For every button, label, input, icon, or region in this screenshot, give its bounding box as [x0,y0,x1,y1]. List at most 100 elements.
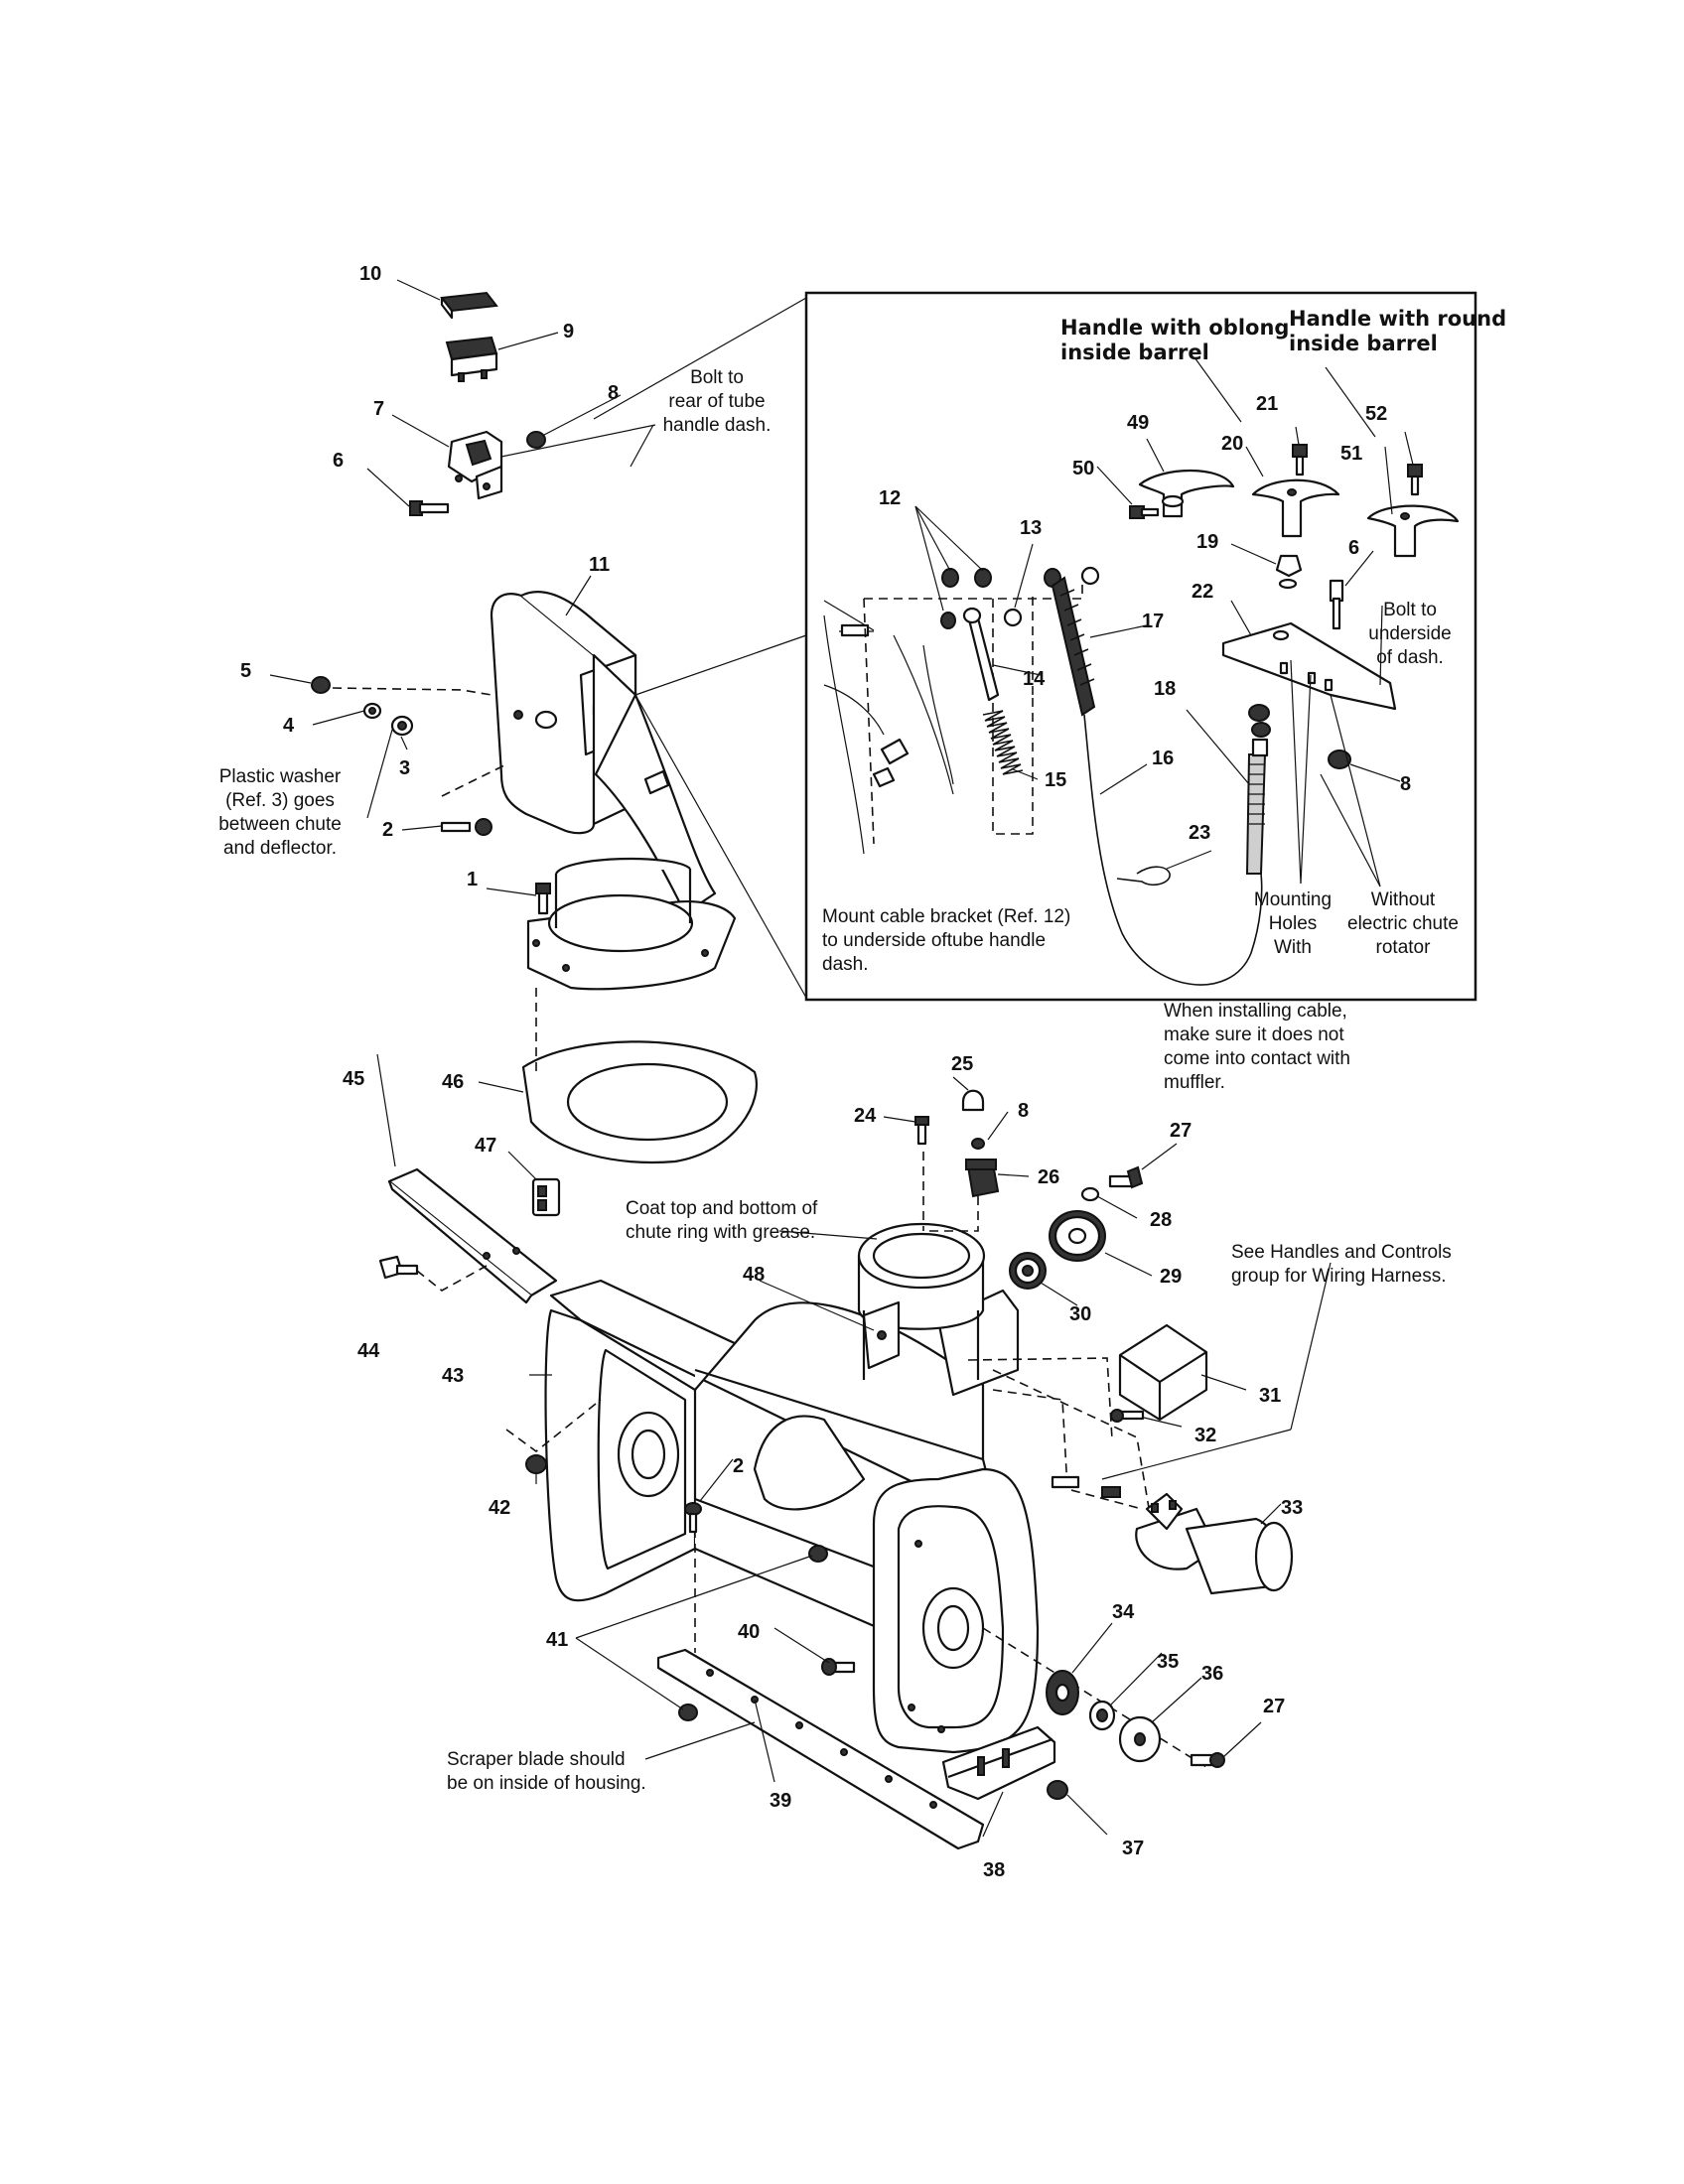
callout-29: 29 [1160,1266,1182,1288]
callout-35: 35 [1157,1651,1179,1673]
callout-38: 38 [983,1859,1005,1881]
callout-31: 31 [1259,1385,1281,1407]
svg-text:dash.: dash. [822,954,868,975]
bolt-housing-2 [684,1502,702,1534]
callout-37: 37 [1122,1838,1144,1859]
svg-text:Mount cable bracket (Ref. 12): Mount cable bracket (Ref. 12) [822,906,1070,927]
callout-3: 3 [399,757,410,779]
svg-text:inside barrel: inside barrel [1289,332,1438,355]
bearing-30 [1009,1252,1047,1290]
svg-text:(Ref. 3) goes: (Ref. 3) goes [225,790,335,811]
svg-text:be on inside of housing.: be on inside of housing. [447,1773,646,1794]
callout-26: 26 [1038,1166,1059,1188]
bolt-chute-base [535,883,551,915]
callout-52: 52 [1365,403,1387,425]
callout-12: 12 [879,487,901,509]
svg-text:rotator: rotator [1376,937,1432,958]
svg-text:Mounting: Mounting [1254,889,1332,910]
note-scraper-blade: Scraper blade should be on inside of hou… [447,1749,646,1794]
svg-text:See Handles and Controls: See Handles and Controls [1231,1242,1452,1263]
chute-rotator-motor [1135,1492,1294,1595]
callout-8-housing: 8 [1018,1100,1029,1122]
callout-41: 41 [546,1629,568,1651]
note-see-handles: See Handles and Controls group for Wirin… [1231,1242,1452,1287]
cable-boot [1051,576,1096,717]
shave-plate [387,1167,558,1304]
chute-ring-gear [521,1040,758,1164]
callout-49: 49 [1127,412,1149,434]
nut-41-upper [808,1545,828,1563]
flange-bearing-29 [1049,1210,1106,1262]
flange-34 [1046,1670,1079,1715]
nut-19 [1275,554,1303,590]
callout-48: 48 [743,1264,765,1286]
callout-36: 36 [1201,1663,1223,1685]
svg-text:Handle with oblong: Handle with oblong [1060,316,1289,340]
chute-base [526,857,737,991]
tube-handle-dash-sketch [823,600,954,855]
threaded-rod [1245,704,1271,875]
callout-45: 45 [343,1068,364,1090]
svg-text:Bolt to: Bolt to [690,367,744,388]
nut-switch [526,431,546,449]
bearing-35 [1088,1700,1116,1731]
svg-text:and deflector.: and deflector. [223,838,337,859]
callout-4: 4 [283,715,295,737]
note-installing-cable: When installing cable, make sure it does… [1164,1001,1350,1093]
bolt-27-top [1108,1165,1144,1189]
callout-30: 30 [1069,1303,1091,1325]
callout-13: 13 [1020,517,1042,539]
nut-pinion [971,1138,985,1150]
callout-27-bottom: 27 [1263,1696,1285,1717]
callout-7: 7 [373,398,384,420]
screw-switch [409,500,450,516]
callout-42: 42 [489,1497,510,1519]
callout-6-top: 6 [333,450,344,472]
skid-shoe [941,1725,1056,1801]
callout-2-housing: 2 [733,1455,744,1477]
svg-text:inside barrel: inside barrel [1060,341,1209,364]
cap-25 [961,1089,985,1112]
callout-9: 9 [563,321,574,342]
svg-text:rear of tube: rear of tube [668,391,765,412]
cable-bracket-rod [962,607,1000,702]
note-coat-grease: Coat top and bottom of chute ring with g… [626,1198,818,1243]
callout-19: 19 [1196,531,1218,553]
callout-2-top: 2 [382,819,393,841]
spring [982,710,1024,775]
svg-text:When installing cable,: When installing cable, [1164,1001,1347,1022]
callout-25: 25 [951,1053,973,1075]
callout-23: 23 [1189,822,1210,844]
callout-47: 47 [475,1135,496,1157]
nut-42 [525,1454,547,1474]
housing-chute-ring [857,1222,986,1380]
chute-deflector [490,591,717,915]
wiring-connector [1051,1475,1121,1498]
inset-leaders [914,356,1414,887]
callout-20: 20 [1221,433,1243,455]
callout-numbers: 10 9 8 7 6 11 5 4 3 2 1 45 46 47 44 43 4… [240,263,1411,1881]
callout-24: 24 [854,1105,877,1127]
screw-32 [1110,1409,1145,1423]
callout-51: 51 [1340,443,1362,465]
screw-handle-oblong [1129,505,1160,519]
bolt-deflector [440,818,492,836]
callout-46: 46 [442,1071,464,1093]
callout-28: 28 [1150,1209,1172,1231]
callout-11: 11 [589,554,610,576]
callout-15: 15 [1045,769,1066,791]
washer-28 [1080,1186,1100,1202]
callout-8-top: 8 [608,382,619,404]
bolt-40 [821,1658,856,1676]
nut-inset [1328,750,1351,769]
handle-round-middle [1251,478,1340,538]
note-bolt-underside: Bolt to underside of dash. [1368,600,1451,668]
nut-37 [1047,1780,1068,1800]
callout-21: 21 [1256,393,1278,415]
heading-handle-round: Handle with round inside barrel [1289,307,1506,355]
callout-18: 18 [1154,678,1176,700]
svg-text:electric chute: electric chute [1347,913,1459,934]
screw-52 [1407,464,1423,496]
callout-33: 33 [1281,1497,1303,1519]
callout-22: 22 [1192,581,1213,603]
